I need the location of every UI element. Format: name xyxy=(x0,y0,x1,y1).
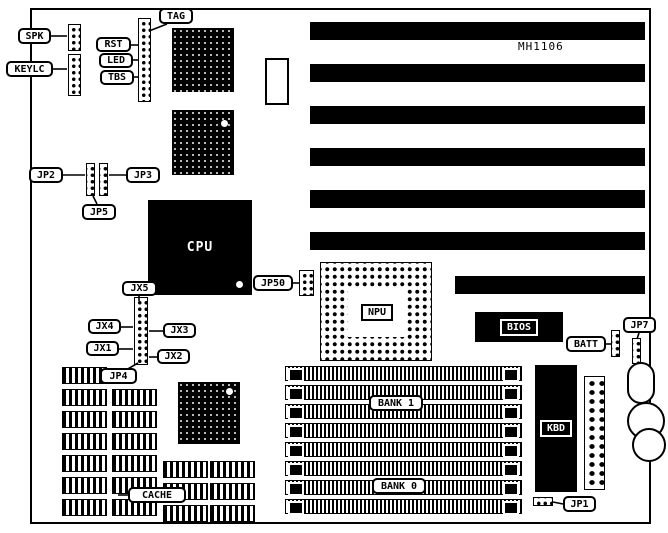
power-connector xyxy=(584,376,605,490)
aux-din-connector xyxy=(632,428,666,462)
npu-socket: NPU xyxy=(320,262,432,361)
rst-callout: RST xyxy=(96,37,131,52)
bios-chip: BIOS xyxy=(475,312,563,342)
cache-chip xyxy=(163,461,208,478)
npu-label: NPU xyxy=(360,303,394,321)
spk-callout: SPK xyxy=(18,28,51,44)
jp7-jumper xyxy=(632,338,641,364)
isa-slot xyxy=(310,106,645,124)
cache-chip xyxy=(210,505,255,522)
pin1-dot xyxy=(226,388,233,395)
cache-chip xyxy=(163,505,208,522)
battery-holder xyxy=(627,362,655,404)
cache-chip xyxy=(112,433,157,450)
oscillator xyxy=(265,58,289,105)
cache-callout: CACHE xyxy=(128,487,186,503)
batt-callout: BATT xyxy=(566,336,606,352)
jp50-header xyxy=(299,270,314,296)
simm-slot xyxy=(285,461,522,477)
jp1-callout: JP1 xyxy=(563,496,596,512)
bank1-callout: BANK 1 xyxy=(369,395,423,411)
isa-slot xyxy=(310,64,645,82)
cache-controller-chip xyxy=(178,382,240,444)
jp4-callout: JP4 xyxy=(100,368,137,384)
simm-slot xyxy=(285,404,522,420)
kbd-chip: KBD xyxy=(535,365,577,492)
cache-chip xyxy=(62,411,107,428)
cache-chip xyxy=(62,477,107,494)
jx2-callout: JX2 xyxy=(157,349,190,364)
bank0-callout: BANK 0 xyxy=(372,478,426,494)
cache-chip xyxy=(210,461,255,478)
kbd-label: KBD xyxy=(539,420,573,437)
model-number: MH1106 xyxy=(518,40,564,53)
chipset-chip-1 xyxy=(172,28,234,92)
simm-slot xyxy=(285,423,522,439)
isa-slot-short xyxy=(455,276,645,294)
jx4-callout: JX4 xyxy=(88,319,121,334)
jp2-callout: JP2 xyxy=(29,167,63,183)
jp2-jumper xyxy=(86,163,95,196)
jp5-callout: JP5 xyxy=(82,204,116,220)
cpu-chip: CPU xyxy=(148,200,252,295)
npu-socket-center: NPU xyxy=(348,287,406,337)
jp1-jumper xyxy=(533,497,553,506)
jx5-callout: JX5 xyxy=(122,281,157,296)
pin1-dot xyxy=(221,120,228,127)
simm-slot xyxy=(285,499,522,515)
isa-slot xyxy=(310,190,645,208)
jp3-jumper xyxy=(99,163,108,196)
simm-slot xyxy=(285,442,522,458)
cache-chip xyxy=(112,455,157,472)
cache-chip xyxy=(112,389,157,406)
tbs-callout: TBS xyxy=(100,70,134,85)
isa-slot xyxy=(310,148,645,166)
jx3-callout: JX3 xyxy=(163,323,196,338)
speaker-header xyxy=(68,24,81,51)
cache-chip xyxy=(62,433,107,450)
isa-slot xyxy=(310,22,645,40)
bios-label: BIOS xyxy=(499,318,539,336)
jp3-callout: JP3 xyxy=(126,167,160,183)
keylock-header xyxy=(68,54,81,96)
jp50-callout: JP50 xyxy=(253,275,293,291)
front-panel-header xyxy=(138,18,151,102)
jx1-callout: JX1 xyxy=(86,341,119,356)
cache-chip xyxy=(62,499,107,516)
cache-chip xyxy=(62,389,107,406)
cache-chip xyxy=(62,455,107,472)
led-callout: LED xyxy=(99,53,133,68)
jp7-callout: JP7 xyxy=(623,317,656,333)
keylc-callout: KEYLC xyxy=(6,61,53,77)
jx-jumper-block xyxy=(134,297,148,365)
isa-slot xyxy=(310,232,645,250)
cache-chip xyxy=(112,411,157,428)
battery-header xyxy=(611,330,620,357)
cache-chip xyxy=(210,483,255,500)
simm-slot xyxy=(285,366,522,382)
cpu-label: CPU xyxy=(186,240,214,255)
tag-callout: TAG xyxy=(159,8,193,24)
chipset-chip-2 xyxy=(172,110,234,175)
pin1-dot xyxy=(236,281,243,288)
